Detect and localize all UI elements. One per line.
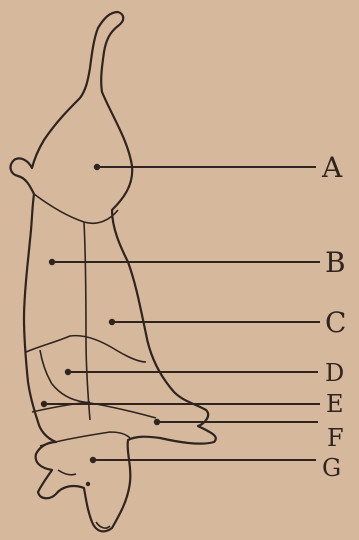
callout-c: C (109, 306, 347, 339)
callout-e-label: E (326, 390, 344, 418)
callout-d: D (65, 359, 344, 387)
callout-b-label: B (325, 246, 346, 279)
eye-mark (86, 482, 90, 486)
cut-line-neck (40, 432, 130, 446)
callout-e: E (41, 390, 344, 418)
callout-d-label: D (325, 359, 344, 387)
head-snout-detail (96, 522, 110, 528)
callout-f-label: F (327, 424, 344, 452)
ear-detail (58, 470, 76, 475)
callout-g-label: G (322, 454, 341, 482)
callout-g: G (90, 454, 341, 482)
cut-line-ham-loin (34, 194, 118, 223)
callout-a-label: A (321, 151, 343, 184)
callout-b: B (49, 246, 346, 279)
cut-line-spine (84, 222, 90, 420)
pig-carcass-outline (11, 12, 216, 531)
callout-c-label: C (325, 306, 346, 339)
callout-f: F (154, 419, 344, 452)
